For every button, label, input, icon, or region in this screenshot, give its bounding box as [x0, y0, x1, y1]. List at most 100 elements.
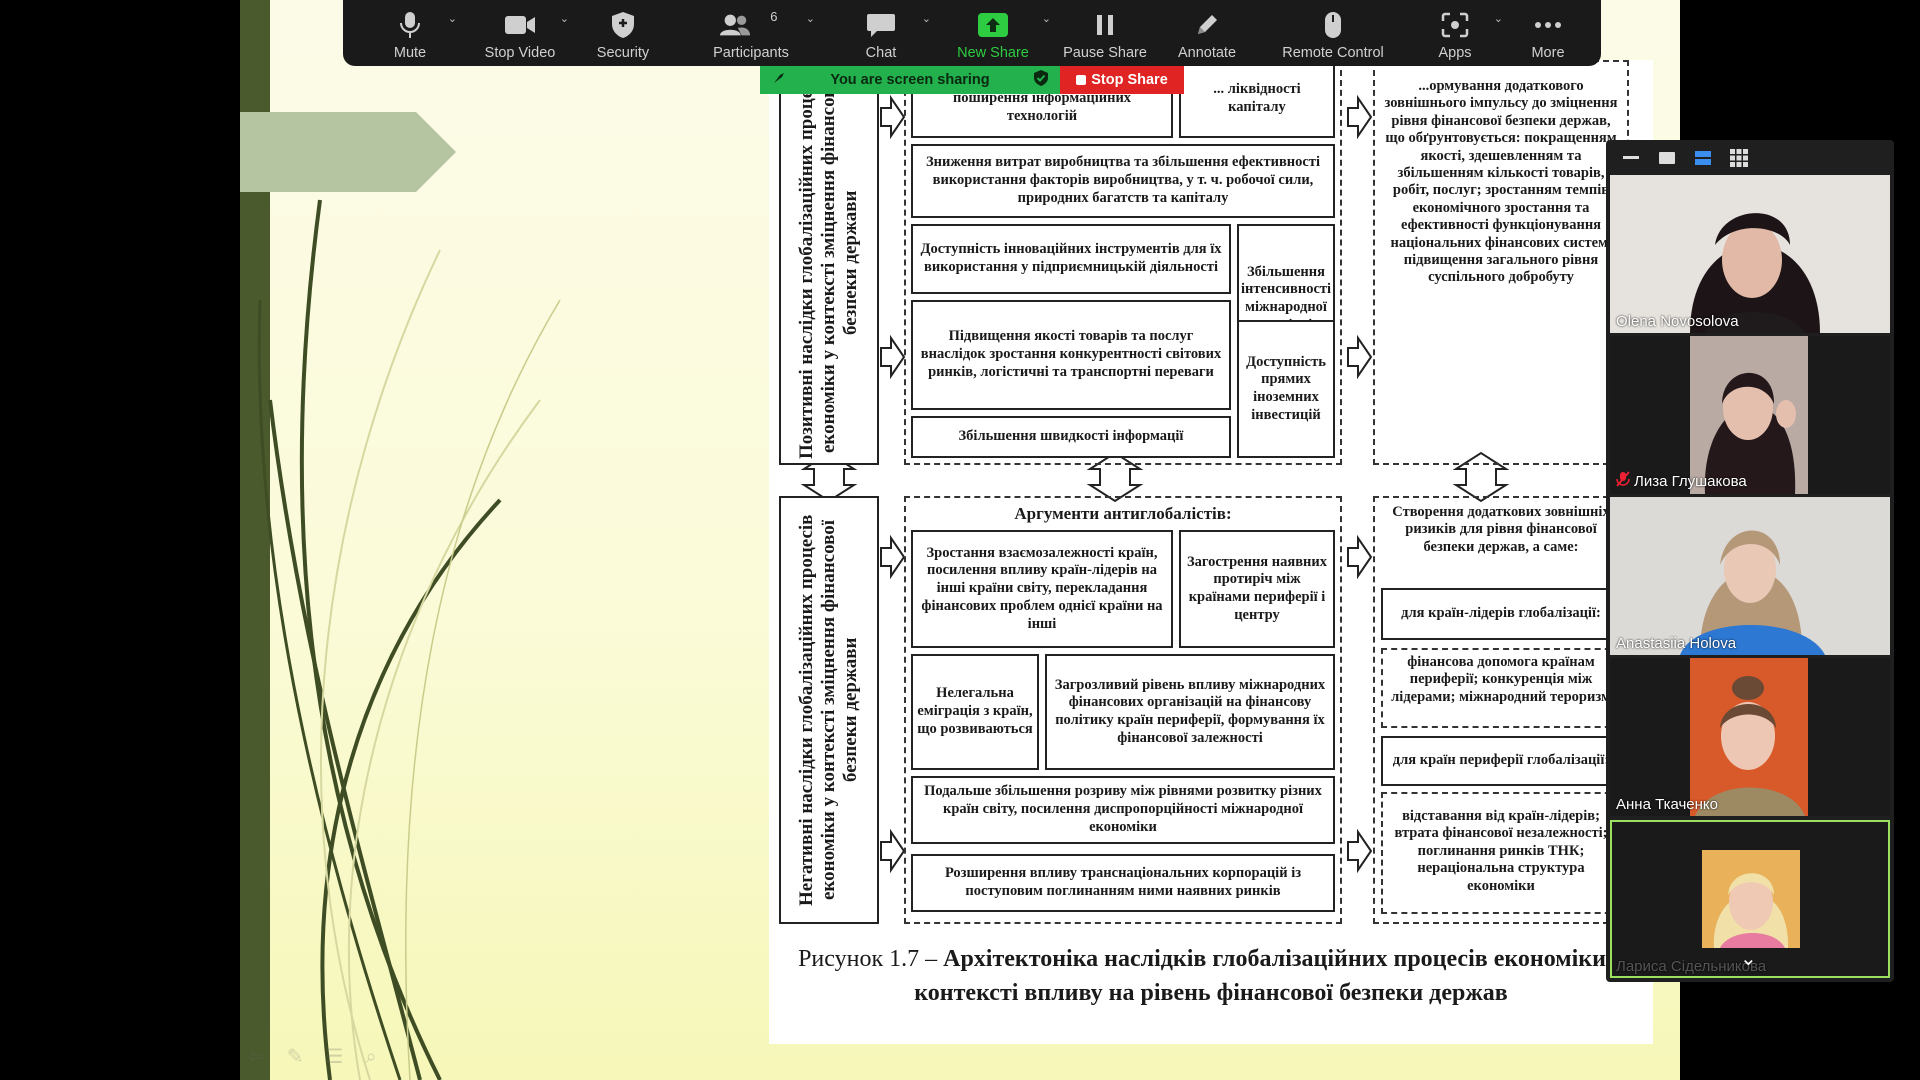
participants-button[interactable]: 6 ⌄ Participants: [671, 0, 831, 66]
participant-name: Анна Ткаченко: [1616, 796, 1718, 813]
slide-decorative-curves: [240, 0, 660, 1080]
negative-factor-box: Розширення впливу транснаціональних корп…: [911, 854, 1335, 912]
back-arrow-icon[interactable]: ⇦: [248, 1044, 265, 1068]
participant-video: [1610, 658, 1890, 816]
pause-share-button[interactable]: Pause Share: [1055, 0, 1155, 66]
leaders-label-box: для країн-лідерів глобалізації:: [1381, 588, 1621, 640]
drag-handle-icon[interactable]: [772, 71, 786, 89]
minimize-icon[interactable]: [1618, 147, 1644, 169]
negative-factor-box: Загрозливий рівень впливу міжнародних фі…: [1045, 654, 1335, 770]
positive-factor-box: Підвищення якості товарів та послуг внас…: [911, 300, 1231, 410]
pause-icon: [1089, 10, 1121, 40]
more-dots-icon: [1532, 10, 1564, 40]
stop-share-button[interactable]: Stop Share: [1060, 66, 1184, 94]
speaker-view-icon[interactable]: [1654, 147, 1680, 169]
participant-video: [1610, 497, 1890, 655]
participant-name: Anastasiia Holova: [1616, 635, 1736, 652]
positive-factor-box: Збільшення швидкості інформації: [911, 416, 1231, 458]
muted-microphone-icon: [1616, 471, 1630, 491]
figure-caption: Рисунок 1.7 – Архітектоніка наслідків гл…: [789, 942, 1633, 1010]
participant-name: Olena Novosolova: [1616, 313, 1739, 330]
shield-check-icon: [1034, 70, 1048, 90]
external-risks-title: Створення додаткових зовнішніх ризиків д…: [1383, 504, 1619, 556]
presentation-slide: ⇦ ✎ ☰ ⌕: [240, 0, 1680, 1080]
apps-icon: [1439, 10, 1471, 40]
mute-label: Mute: [394, 45, 426, 61]
annotate-label: Annotate: [1178, 45, 1236, 61]
participant-name: Лиза Глушакова: [1616, 471, 1747, 491]
leaders-risks-text: фінансова допомога країнам периферії; ко…: [1385, 654, 1617, 706]
stop-video-label: Stop Video: [485, 45, 556, 61]
positive-result-text: ...ормування додаткового зовнішнього імп…: [1383, 78, 1619, 287]
chevron-down-icon[interactable]: ⌄: [1494, 12, 1503, 25]
sharing-status-pill[interactable]: You are screen sharing: [760, 66, 1060, 94]
participant-video-tile[interactable]: Лариса Сідельникова ⌄: [1610, 820, 1890, 978]
chat-bubble-icon: [865, 10, 897, 40]
more-button[interactable]: More: [1503, 0, 1593, 66]
share-screen-icon: [977, 10, 1009, 40]
negative-consequences-label: Негативні наслідки глобалізаційних проце…: [779, 496, 879, 924]
antiglobalists-heading: Аргументи антиглобалістів:: [911, 504, 1335, 524]
participants-count: 6: [770, 9, 777, 24]
chat-label: Chat: [866, 45, 897, 61]
participants-video-panel: Olena Novosolova Лиза Глушакова: [1606, 140, 1894, 982]
negative-factor-box: Зростання взаємозалежності країн, посиле…: [911, 530, 1173, 648]
participants-icon: [719, 10, 751, 40]
remote-control-label: Remote Control: [1282, 45, 1384, 61]
video-panel-header: [1606, 140, 1894, 176]
chevron-down-icon[interactable]: ⌄: [1042, 12, 1051, 25]
caption-title: Архітектоніка наслідків глобалізаційних …: [914, 946, 1624, 1006]
slide-show-toolbar[interactable]: ⇦ ✎ ☰ ⌕: [248, 1044, 377, 1068]
gallery-view-icon[interactable]: [1726, 147, 1752, 169]
chevron-down-icon[interactable]: ⌄: [560, 12, 569, 25]
apps-button[interactable]: ⌄ Apps: [1407, 0, 1503, 66]
positive-factor-box: Зниження витрат виробництва та збільшенн…: [911, 144, 1335, 218]
strip-view-icon[interactable]: [1690, 147, 1716, 169]
caption-prefix: Рисунок 1.7 –: [798, 946, 943, 972]
chevron-down-icon[interactable]: ⌄: [806, 12, 815, 25]
positive-factor-box: Доступність інноваційних інструментів дл…: [911, 224, 1231, 294]
annotate-button[interactable]: Annotate: [1155, 0, 1259, 66]
security-button[interactable]: Security: [575, 0, 671, 66]
participant-video-tile[interactable]: Лиза Глушакова: [1610, 336, 1890, 494]
more-label: More: [1531, 45, 1564, 61]
new-share-label: New Share: [957, 45, 1029, 61]
negative-factor-box: Загострення наявних протиріч між країнам…: [1179, 530, 1335, 648]
shield-icon: [607, 10, 639, 40]
participant-video-tile[interactable]: Анна Ткаченко: [1610, 658, 1890, 816]
video-camera-icon: [504, 10, 536, 40]
new-share-button[interactable]: ⌄ New Share: [931, 0, 1055, 66]
stop-video-button[interactable]: ⌄ Stop Video: [465, 0, 575, 66]
positive-consequences-label: Позитивні наслідки глобалізаційних проце…: [779, 60, 879, 465]
meeting-toolbar: ⌄ Mute ⌄ Stop Video Security 6 ⌄ Partici…: [343, 0, 1601, 66]
mouse-icon: [1317, 10, 1349, 40]
diagram-document-image: Позитивні наслідки глобалізаційних проце…: [769, 60, 1653, 1044]
chevron-down-icon[interactable]: ⌄: [922, 12, 931, 25]
participant-video-tile[interactable]: Olena Novosolova: [1610, 175, 1890, 333]
participant-video-tile[interactable]: Anastasiia Holova: [1610, 497, 1890, 655]
periphery-label-box: для країн периферії глобалізації:: [1381, 736, 1621, 786]
pencil-icon: [1191, 10, 1223, 40]
mute-button[interactable]: ⌄ Mute: [355, 0, 465, 66]
negative-factor-box: Нелегальна еміграція з країн, що розвива…: [911, 654, 1039, 770]
chevron-down-icon[interactable]: ⌄: [448, 12, 457, 25]
stop-icon: [1076, 75, 1086, 85]
menu-icon[interactable]: ☰: [326, 1044, 344, 1068]
chat-button[interactable]: ⌄ Chat: [831, 0, 931, 66]
participant-video: [1610, 175, 1890, 333]
pen-icon[interactable]: ✎: [287, 1044, 304, 1068]
apps-label: Apps: [1438, 45, 1471, 61]
chevron-down-icon[interactable]: ⌄: [1740, 946, 1757, 970]
positive-factor-box: Доступність прямих іноземних інвестицій: [1237, 320, 1335, 458]
remote-control-button[interactable]: Remote Control: [1259, 0, 1407, 66]
microphone-icon: [394, 10, 426, 40]
screen-sharing-bar: You are screen sharing Stop Share: [760, 66, 1184, 94]
periphery-risks-text: відставання від країн-лідерів; втрата фі…: [1385, 808, 1617, 895]
security-label: Security: [597, 45, 649, 61]
pause-share-label: Pause Share: [1063, 45, 1147, 61]
participants-label: Participants: [713, 45, 789, 61]
search-icon[interactable]: ⌕: [365, 1044, 376, 1068]
sharing-status-text: You are screen sharing: [830, 72, 989, 88]
negative-factor-box: Подальше збільшення розриву між рівнями …: [911, 776, 1335, 844]
